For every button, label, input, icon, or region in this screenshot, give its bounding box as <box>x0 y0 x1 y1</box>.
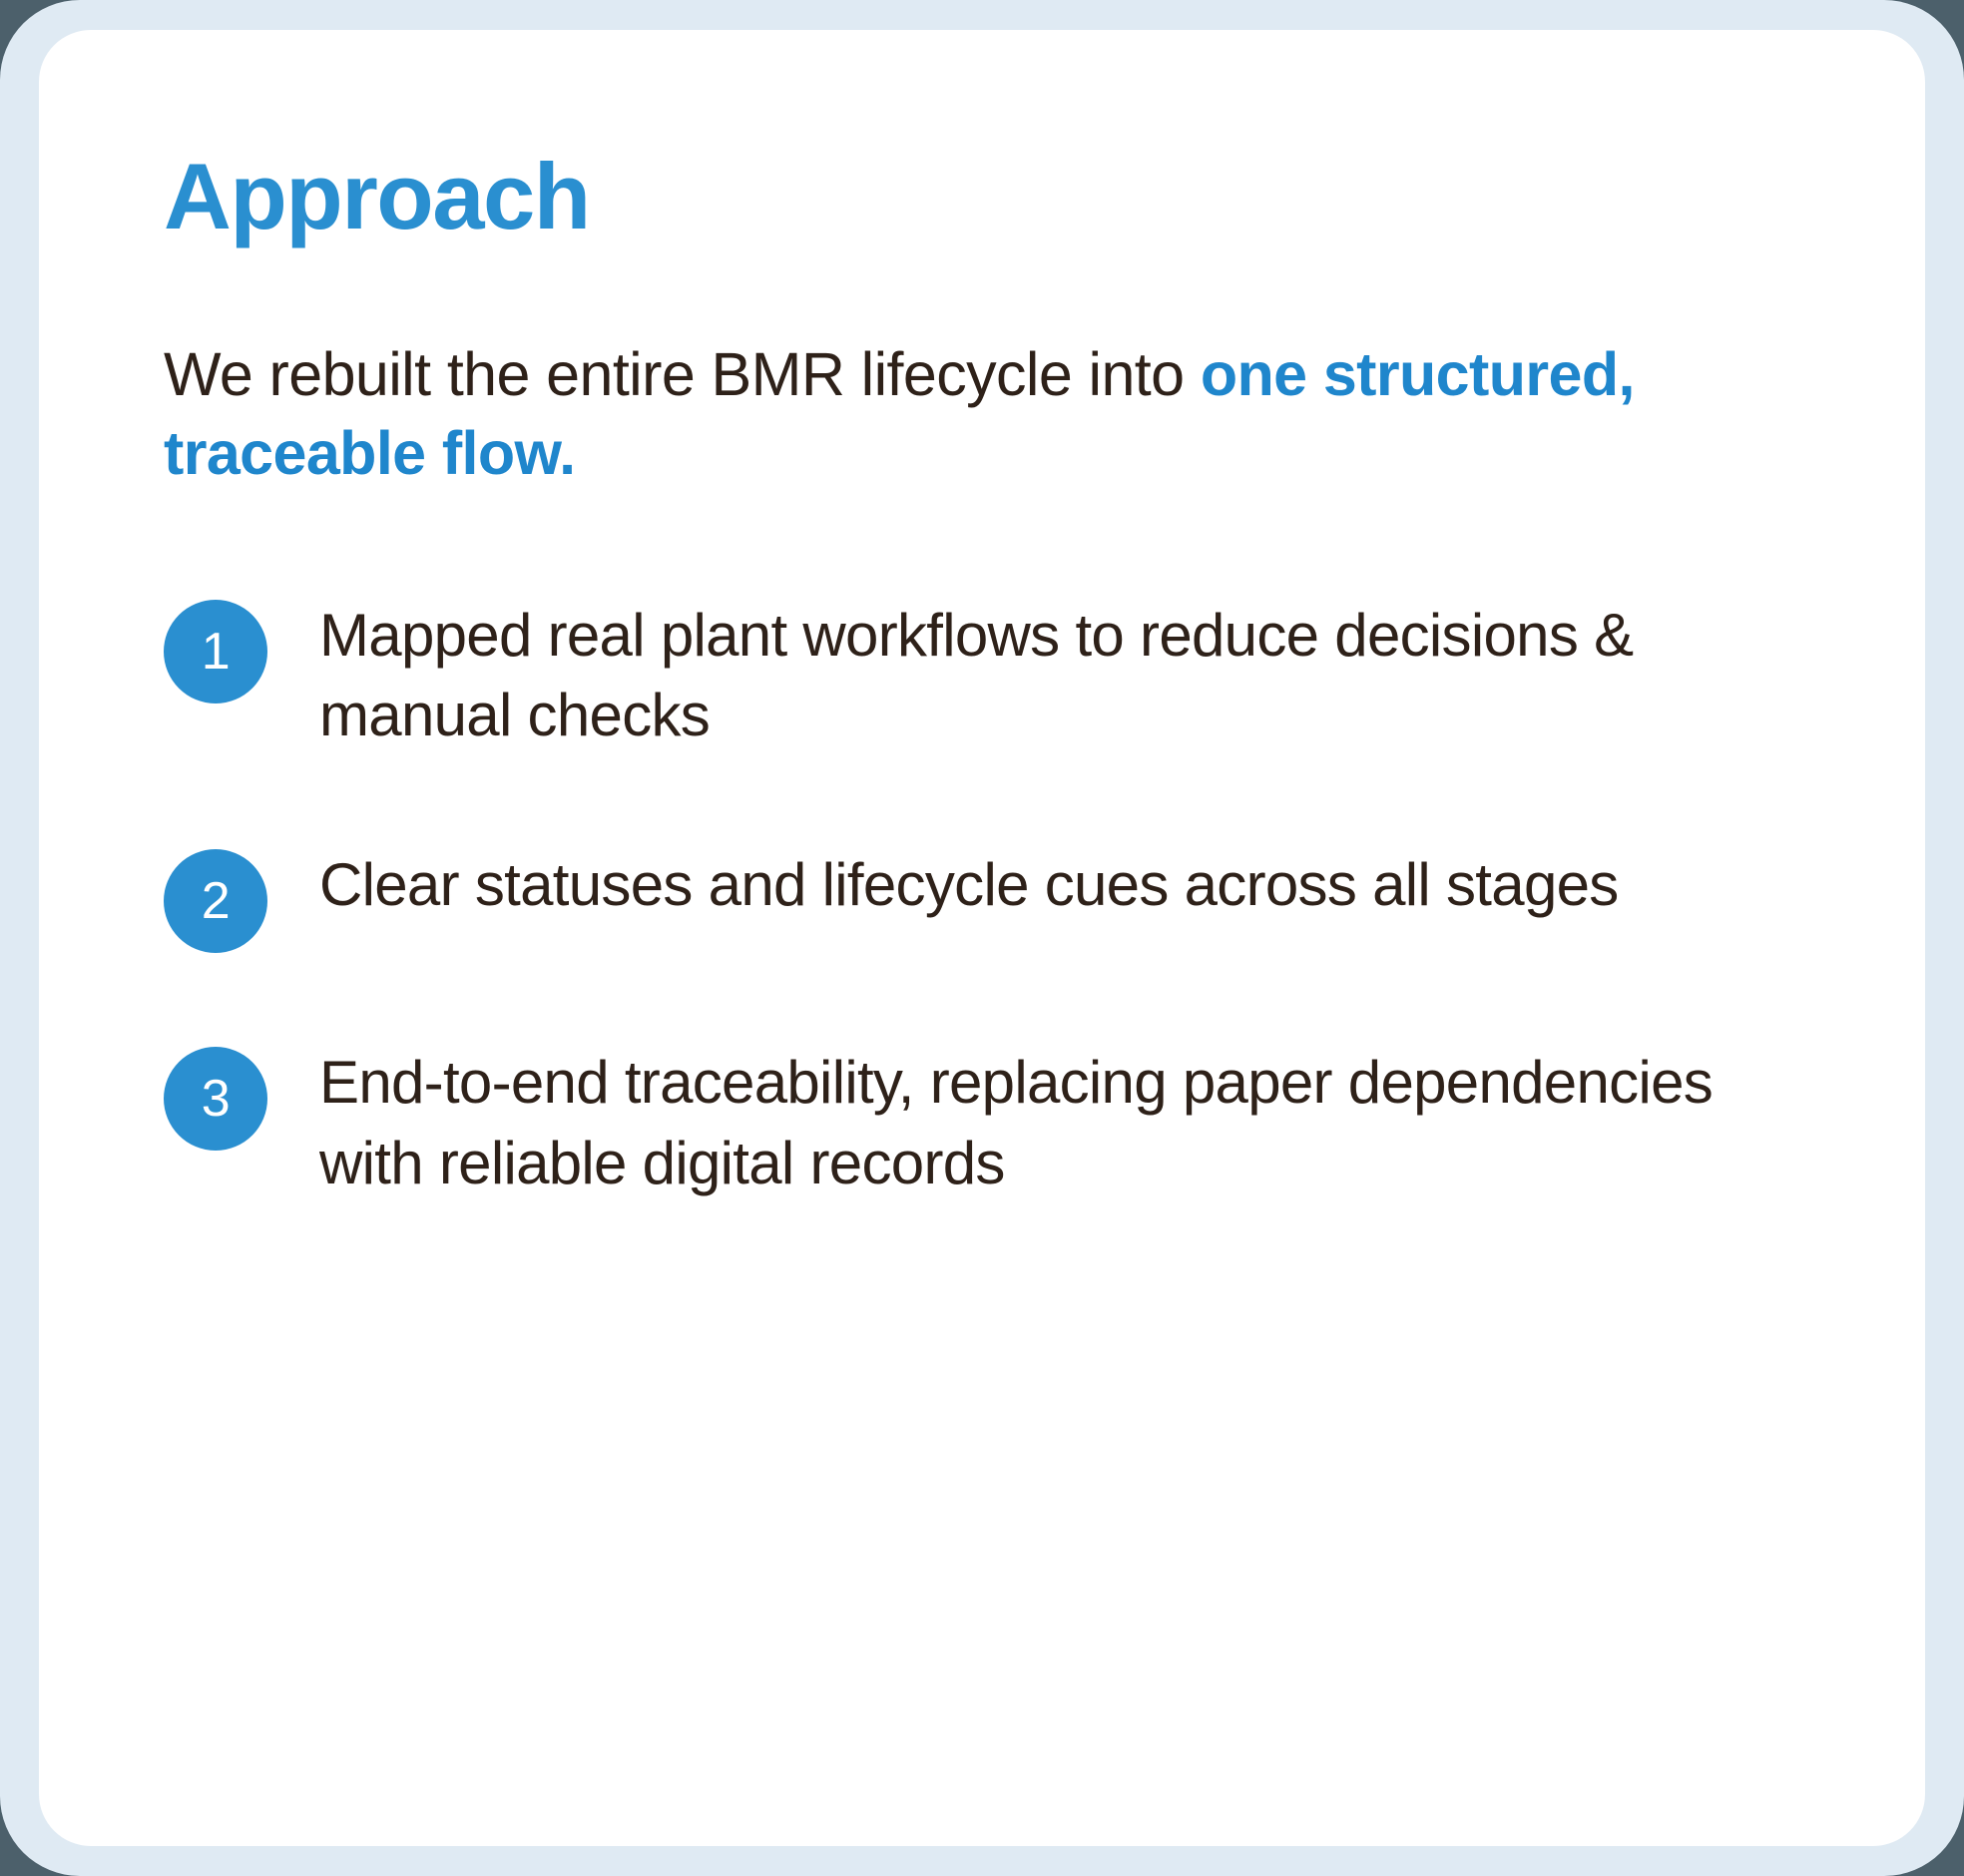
step-description: End-to-end traceability, replacing paper… <box>319 1049 1714 1196</box>
intro-accent-text: one structured, traceable flow. <box>164 340 1635 488</box>
step-number-badge: 1 <box>164 599 267 704</box>
step-number-badge: 2 <box>164 849 267 954</box>
list-item: 1 Mapped real plant workflows to reduce … <box>164 594 1815 756</box>
step-number-badge: 3 <box>164 1047 267 1152</box>
card-surface: Approach We rebuilt the entire BMR lifec… <box>39 30 1925 1846</box>
intro-paragraph: We rebuilt the entire BMR lifecycle into… <box>164 335 1800 494</box>
list-item: 2 Clear statuses and lifecycle cues acro… <box>164 843 1815 954</box>
step-description: Clear statuses and lifecycle cues across… <box>319 851 1619 919</box>
step-description: Mapped real plant workflows to reduce de… <box>319 601 1634 748</box>
card-content: Approach We rebuilt the entire BMR lifec… <box>39 30 1925 1846</box>
intro-lead-text: We rebuilt the entire BMR lifecycle into <box>164 340 1201 408</box>
list-item: 3 End-to-end traceability, replacing pap… <box>164 1041 1815 1203</box>
approach-list: 1 Mapped real plant workflows to reduce … <box>164 594 1815 1204</box>
page-title: Approach <box>164 144 591 248</box>
